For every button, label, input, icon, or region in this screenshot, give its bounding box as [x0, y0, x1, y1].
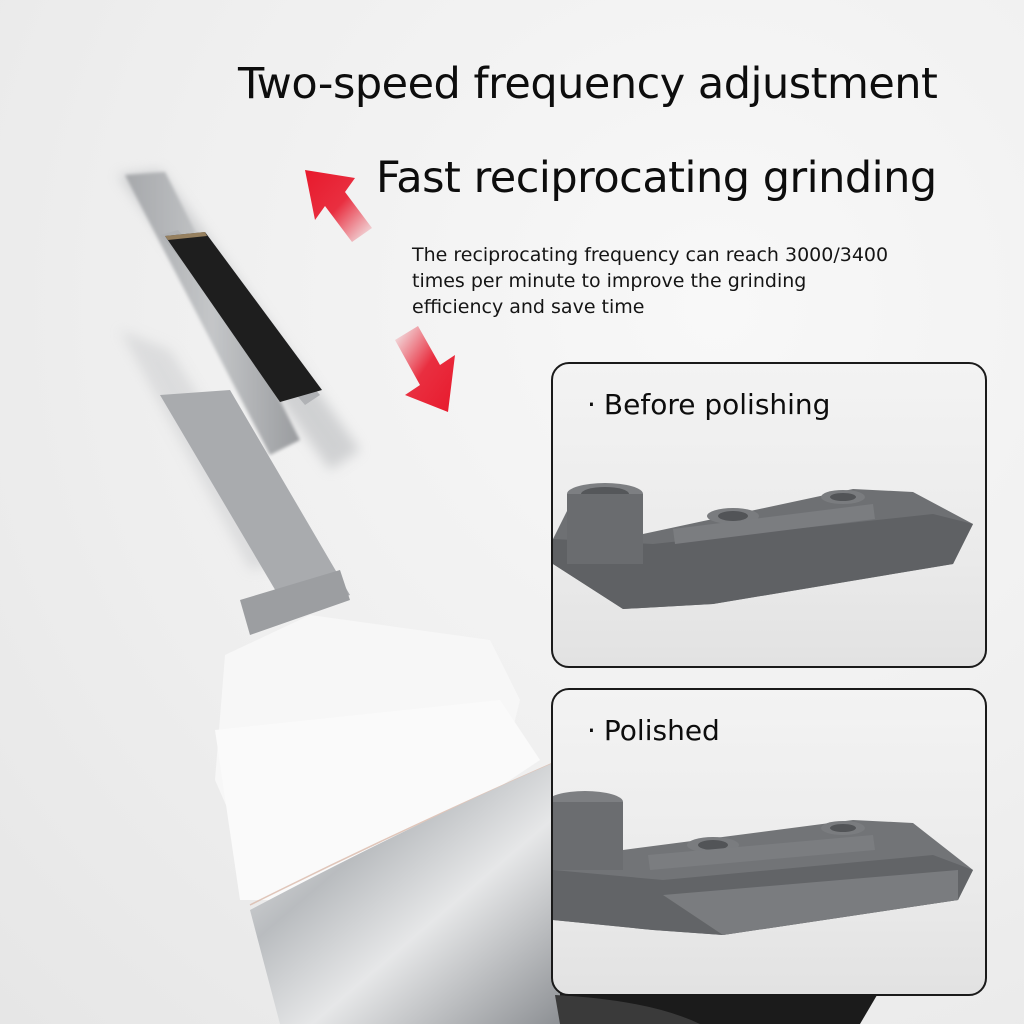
before-polishing-label: ·Before polishing — [587, 388, 831, 421]
description: The reciprocating frequency can reach 30… — [412, 242, 932, 320]
polished-panel: ·Polished — [551, 688, 987, 996]
part-before-image — [553, 483, 973, 609]
polished-label: ·Polished — [587, 714, 720, 747]
arrow-up-icon — [305, 170, 372, 242]
arrow-down-icon — [395, 326, 455, 412]
description-line: The reciprocating frequency can reach 30… — [412, 244, 889, 266]
description-line: efficiency and save time — [412, 296, 645, 318]
description-line: times per minute to improve the grinding — [412, 270, 807, 292]
headline: Two-speed frequency adjustment — [238, 59, 938, 109]
before-polishing-panel: ·Before polishing — [551, 362, 987, 668]
part-polished-image — [553, 791, 973, 935]
subheadline: Fast reciprocating grinding — [376, 153, 937, 203]
